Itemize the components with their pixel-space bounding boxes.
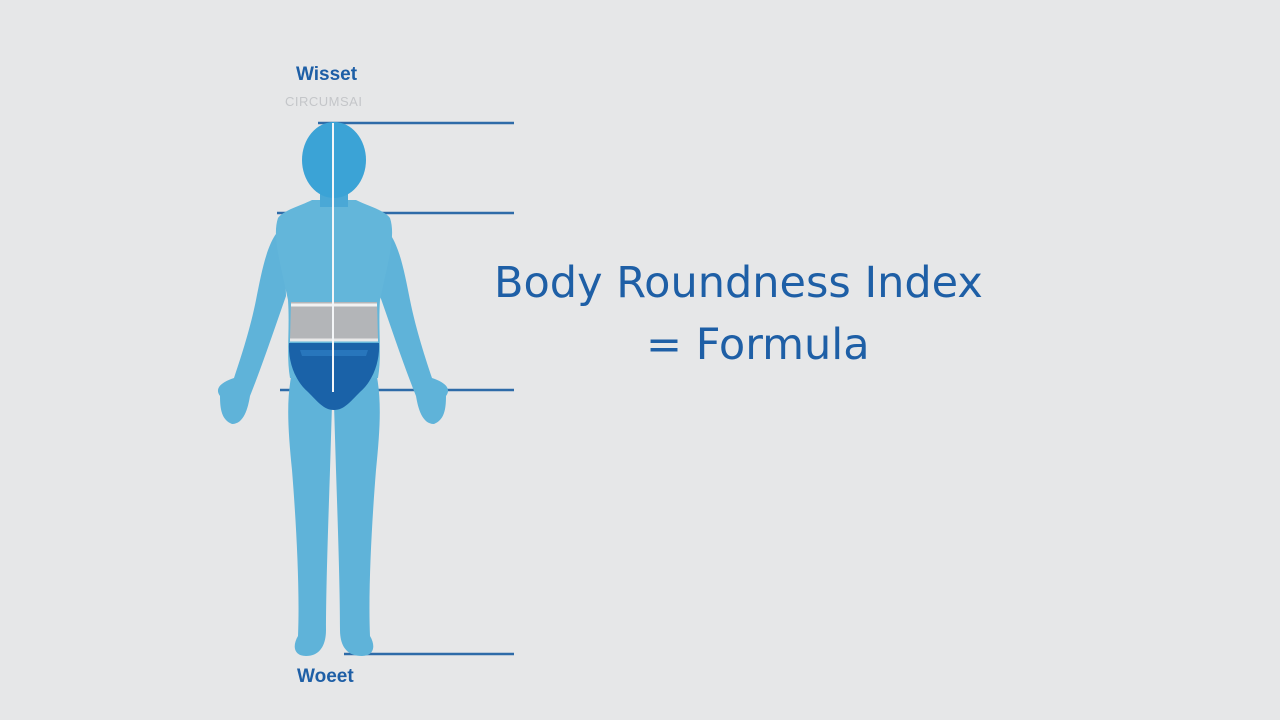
right-leg xyxy=(333,372,380,656)
top-measure-sublabel: CIRCUMSAI xyxy=(285,94,363,109)
right-arm xyxy=(380,226,449,424)
bottom-measure-label: Woeet xyxy=(297,666,354,687)
title-line-2: = Formula xyxy=(646,320,870,370)
title-line-1: Body Roundness Index xyxy=(494,258,983,308)
left-leg xyxy=(288,372,333,656)
left-arm xyxy=(217,226,286,424)
top-measure-label: Wisset xyxy=(296,64,358,85)
